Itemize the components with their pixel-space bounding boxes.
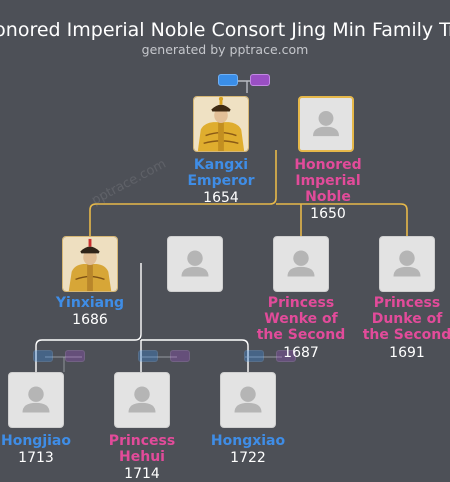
gender-toggle-female-pill[interactable]: [250, 74, 270, 86]
princess-dunke-year: 1691: [389, 345, 425, 361]
princess-dunke-photo[interactable]: [379, 236, 435, 292]
person-placeholder-icon: [287, 250, 315, 277]
hongxiao-photo[interactable]: [220, 372, 276, 428]
person-placeholder-icon: [393, 250, 421, 277]
yinxiang-year: 1686: [72, 312, 108, 328]
prince-portrait-icon: [63, 237, 117, 291]
princess-wenke-year: 1687: [283, 345, 319, 361]
princess-wenke-photo[interactable]: [273, 236, 329, 292]
person-placeholder-icon: [128, 386, 156, 413]
gender-toggle-male-pill[interactable]: [218, 74, 238, 86]
hongjiao-year: 1713: [18, 450, 54, 466]
honored-imperial-noble-photo[interactable]: [298, 96, 354, 152]
parent-child-lines-white: [35, 263, 249, 372]
yinxiang-photo[interactable]: [62, 236, 118, 292]
person-placeholder-icon: [313, 111, 339, 137]
hongjiao-name: Hongjiao: [1, 433, 71, 449]
hongxiao-year: 1722: [230, 450, 266, 466]
person-placeholder-icon: [181, 250, 209, 277]
hongjiao-photo[interactable]: [8, 372, 64, 428]
kangxi-emperor-year: 1654: [203, 190, 239, 206]
spouse-photo[interactable]: [167, 236, 223, 292]
hehui-male-pill[interactable]: [138, 350, 158, 362]
person-placeholder-icon: [22, 386, 50, 413]
hehui-female-pill[interactable]: [170, 350, 190, 362]
hongxiao-female-pill[interactable]: [276, 350, 296, 362]
yinxiang-name: Yinxiang: [55, 295, 125, 311]
princess-hehui-year: 1714: [124, 466, 160, 482]
page-subtitle: generated by pptrace.com: [141, 42, 309, 57]
hongjiao-female-pill[interactable]: [65, 350, 85, 362]
parent-child-lines-gold: [89, 150, 408, 236]
hongxiao-name: Hongxiao: [210, 433, 286, 449]
princess-hehui-photo[interactable]: [114, 372, 170, 428]
honored-imperial-noble-year: 1650: [310, 206, 346, 222]
kangxi-emperor-photo[interactable]: [193, 96, 249, 152]
hongxiao-male-pill[interactable]: [244, 350, 264, 362]
emperor-portrait-icon: [194, 97, 248, 151]
person-placeholder-icon: [234, 386, 262, 413]
hongjiao-male-pill[interactable]: [33, 350, 53, 362]
page-title: onored Imperial Noble Consort Jing Min F…: [0, 19, 450, 41]
